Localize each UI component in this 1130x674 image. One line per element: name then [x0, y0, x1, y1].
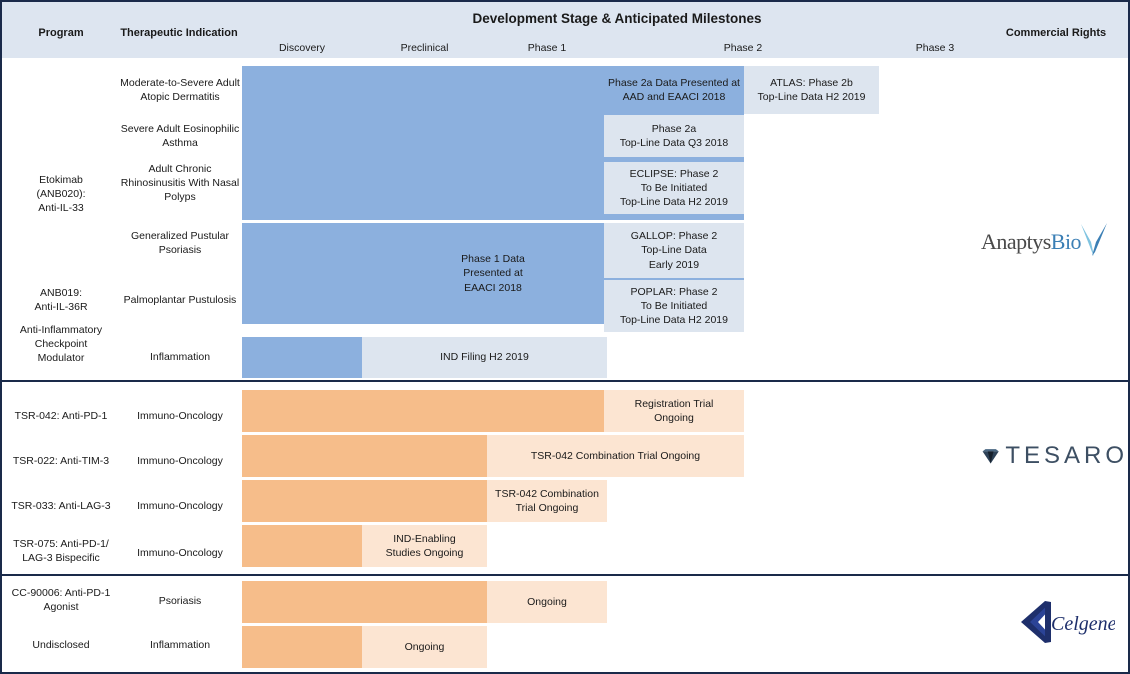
column-header-indication: Therapeutic Indication [120, 27, 238, 39]
svg-text:Celgene: Celgene [1051, 613, 1115, 635]
column-header-commercial-rights: Commercial Rights [1005, 27, 1107, 39]
stage-header-preclinical: Preclinical [400, 42, 449, 54]
stage-header-discovery: Discovery [278, 42, 326, 54]
tesaro-diamond-icon [982, 449, 999, 464]
column-header-program: Program [38, 27, 84, 39]
milestone-cc-90006-ongoing: Ongoing [487, 581, 607, 623]
program-label-tsr-042: TSR-042: Anti-PD-1 [14, 410, 108, 422]
milestone-undisclosed-ongoing: Ongoing [362, 626, 487, 668]
stage-header-phase-2: Phase 2 [723, 42, 763, 54]
program-label-etokimab: Etokimab(ANB020):Anti-IL-33 [36, 174, 86, 215]
bar-tsr-033-progress [242, 480, 487, 522]
program-label-tsr-075: TSR-075: Anti-PD-1/LAG-3 Bispecific [13, 538, 109, 565]
page-title: Development Stage & Anticipated Mileston… [472, 11, 762, 26]
table-header: Development Stage & Anticipated Mileston… [2, 2, 1128, 59]
stage-header-phase-1: Phase 1 [527, 42, 567, 54]
bar-cc-90006-progress [242, 581, 487, 623]
celgene-swoosh-icon: Celgene [1021, 601, 1115, 643]
logo-anaptysbio: AnaptysBio [962, 218, 1128, 266]
stage-header-phase-3: Phase 3 [915, 42, 955, 54]
tesaro-wordmark: TESARO [1005, 442, 1128, 469]
indication-palmoplantar-pustulosis: Palmoplantar Pustulosis [123, 294, 237, 306]
program-label-anb019: ANB019:Anti-IL-36R [34, 287, 88, 314]
section-anaptysbio: Etokimab(ANB020):Anti-IL-33 ANB019:Anti-… [2, 58, 1128, 382]
bar-checkpoint-modulator-discovery [242, 337, 362, 378]
indication-psoriasis: Psoriasis [158, 595, 202, 607]
anaptysbio-wordmark: AnaptysBio [980, 229, 1082, 254]
milestone-ind-filing-h2-2019: IND Filing H2 2019 [362, 337, 607, 378]
indication-inflammation-undisclosed: Inflammation [149, 639, 211, 651]
milestone-tsr-022-combination-trial: TSR-042 Combination Trial Ongoing [487, 435, 744, 477]
indication-tsr-075: Immuno-Oncology [137, 547, 223, 559]
program-label-tsr-022: TSR-022: Anti-TIM-3 [12, 455, 110, 467]
anaptysbio-checkmark-icon [1081, 223, 1108, 256]
bar-tsr-022-progress [242, 435, 487, 477]
logo-tesaro: TESARO [982, 434, 1128, 478]
section-tesaro: TSR-042: Anti-PD-1 TSR-022: Anti-TIM-3 T… [2, 382, 1128, 576]
bar-tsr-042-progress [242, 390, 604, 432]
indication-inflammation-checkpoint: Inflammation [149, 351, 211, 363]
indication-tsr-033: Immuno-Oncology [137, 500, 223, 512]
logo-celgene: Celgene [1008, 596, 1118, 648]
indication-tsr-042: Immuno-Oncology [137, 410, 223, 422]
indication-tsr-022: Immuno-Oncology [137, 455, 223, 467]
bar-tsr-075-progress [242, 525, 362, 567]
bar-undisclosed-progress [242, 626, 362, 668]
program-label-undisclosed: Undisclosed [32, 639, 90, 651]
program-label-tsr-033: TSR-033: Anti-LAG-3 [11, 500, 111, 512]
